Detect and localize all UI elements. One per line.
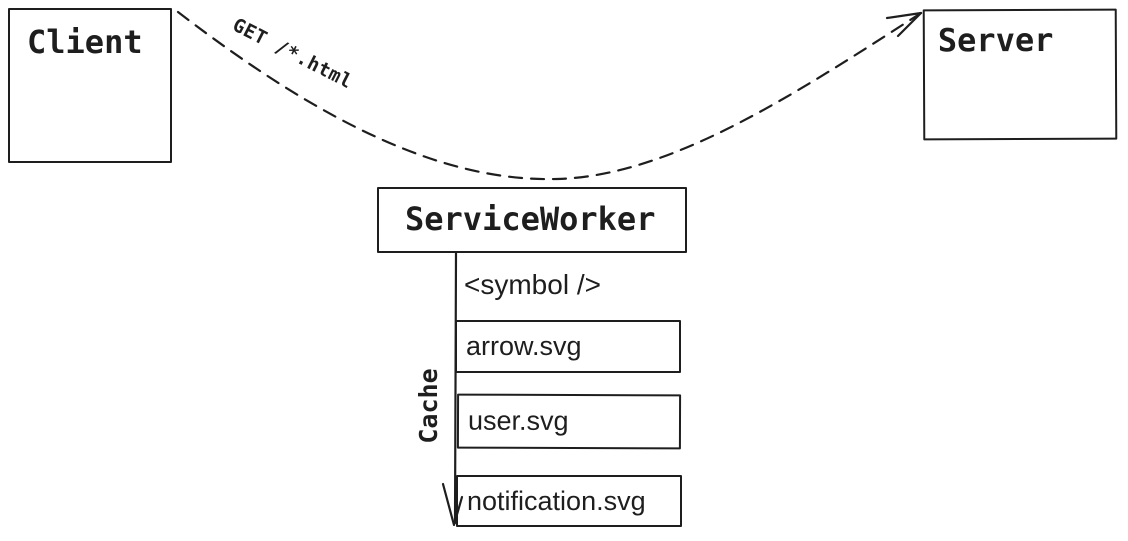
cache-item-label: arrow.svg [466, 331, 582, 361]
serviceworker-label: ServiceWorker [405, 200, 656, 239]
cache-item-label: notification.svg [467, 485, 646, 516]
symbol-tag-label: <symbol /> [464, 269, 601, 300]
cache-label: Cache [414, 368, 443, 444]
serviceworker-node: ServiceWorker [377, 187, 687, 253]
request-dashed-curve [176, 10, 923, 181]
server-label: Server [937, 20, 1054, 60]
server-node: Server [922, 8, 1118, 141]
cache-item-notification-svg: notification.svg [456, 475, 682, 527]
request-arrowhead-icon [885, 11, 923, 38]
cache-item-arrow-svg: arrow.svg [455, 320, 681, 373]
request-label: GET /*.html [229, 14, 357, 94]
cache-item-user-svg: user.svg [456, 393, 682, 450]
client-node: Client [8, 8, 172, 163]
client-label: Client [27, 23, 143, 61]
cache-item-label: user.svg [467, 405, 569, 436]
